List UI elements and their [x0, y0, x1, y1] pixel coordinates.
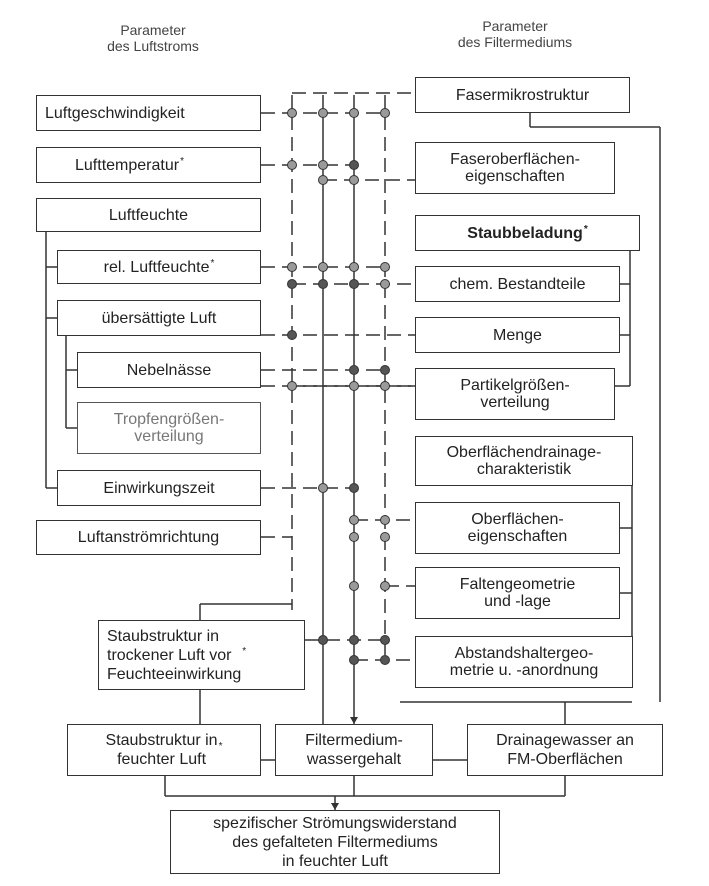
box-faseroberflaecheneigenschaften: Faseroberflächen- eigenschaften	[415, 142, 615, 194]
box-partikelgroessenverteilung: Partikelgrößen- verteilung	[415, 368, 615, 420]
dot-abstand-4	[380, 655, 390, 665]
box-staubstruktur-feucht: Staubstruktur in feuchter Luft*	[67, 724, 261, 776]
dot-anstroem-4	[380, 532, 390, 542]
box-faltengeometrie: Faltengeometrie und -lage	[415, 567, 620, 619]
dot-rel-3	[349, 262, 359, 272]
box-stroemungswiderstand: spezifischer Strömungswiderstand des gef…	[170, 810, 500, 874]
dot-oberfl-4	[380, 515, 390, 525]
dot-temp-2	[318, 160, 328, 170]
box-lufttemperatur: Lufttemperatur*	[36, 147, 261, 183]
dot-uebers-1	[287, 330, 297, 340]
box-uebersaettigte-luft: übersättigte Luft	[57, 300, 261, 336]
dot-geschw-3	[349, 108, 359, 118]
box-einwirkungszeit: Einwirkungszeit	[57, 470, 261, 506]
dot-faser-2	[318, 175, 328, 185]
box-staubbeladung: Staubbeladung*	[415, 215, 640, 251]
dot-rel-1	[287, 262, 297, 272]
dot-temp-3	[349, 160, 359, 170]
box-rel-luftfeuchte: rel. Luftfeuchte*	[57, 250, 261, 284]
box-menge: Menge	[415, 317, 620, 353]
dot-einwirk-3	[349, 483, 359, 493]
header-filter-parameters: Parameter des Filtermediums	[457, 18, 573, 50]
dot-faser-3	[349, 175, 359, 185]
box-oberflaechendrainagecharakteristik: Oberflächendrainage- charakteristik	[415, 436, 633, 486]
dot-trocken-3	[349, 635, 359, 645]
dot-anstroem-3	[349, 532, 359, 542]
dot-abstand-3	[349, 655, 359, 665]
dot-geschw-1	[287, 108, 297, 118]
box-filtermedium-wassergehalt: Filtermedium- wassergehalt	[275, 724, 433, 776]
dot-einwirk-2	[318, 483, 328, 493]
header-air-parameters: Parameter des Luftstroms	[107, 22, 199, 54]
box-oberflaecheneigenschaften: Oberflächen- eigenschaften	[415, 502, 620, 554]
dot-partikel-4	[380, 381, 390, 391]
box-nebelnaesse: Nebelnässe	[77, 352, 261, 388]
dot-trocken-4	[380, 635, 390, 645]
box-luftfeuchte: Luftfeuchte	[36, 198, 261, 232]
dot-chem-4	[380, 279, 390, 289]
dot-geschw-4	[380, 108, 390, 118]
box-staubstruktur-trocken: Staubstruktur in trockener Luft vor Feuc…	[98, 620, 305, 690]
dot-nebel-4	[380, 365, 390, 375]
box-chem-bestandteile: chem. Bestandteile	[415, 266, 620, 302]
dot-rel-4	[380, 262, 390, 272]
dot-partikel-1	[287, 381, 297, 391]
dot-rel-2	[318, 262, 328, 272]
dot-geschw-2	[318, 108, 328, 118]
box-abstandshaltergeometrie: Abstandshaltergeo- metrie u. -anordnung	[415, 636, 633, 688]
arrow-wasser	[350, 717, 358, 724]
dot-chem-2	[318, 279, 328, 289]
dot-chem-1	[287, 279, 297, 289]
dot-oberfl-3	[349, 515, 359, 525]
dot-trocken-2	[318, 635, 328, 645]
box-fasermikrostruktur: Fasermikrostruktur	[415, 77, 630, 113]
box-tropfengroessenverteilung: Tropfengrößen- verteilung	[77, 402, 261, 454]
arrow-result	[331, 803, 339, 810]
dot-temp-1	[287, 160, 297, 170]
box-drainagewasser: Drainagewasser an FM-Oberflächen	[467, 724, 663, 776]
box-luftgeschwindigkeit: Luftgeschwindigkeit	[36, 95, 261, 131]
dot-partikel-3	[349, 381, 359, 391]
dot-falten-4	[380, 581, 390, 591]
dot-chem-3	[349, 279, 359, 289]
box-luftanstroemrichtung: Luftanströmrichtung	[36, 520, 261, 555]
dot-falten-3	[349, 581, 359, 591]
dot-nebel-3	[349, 365, 359, 375]
